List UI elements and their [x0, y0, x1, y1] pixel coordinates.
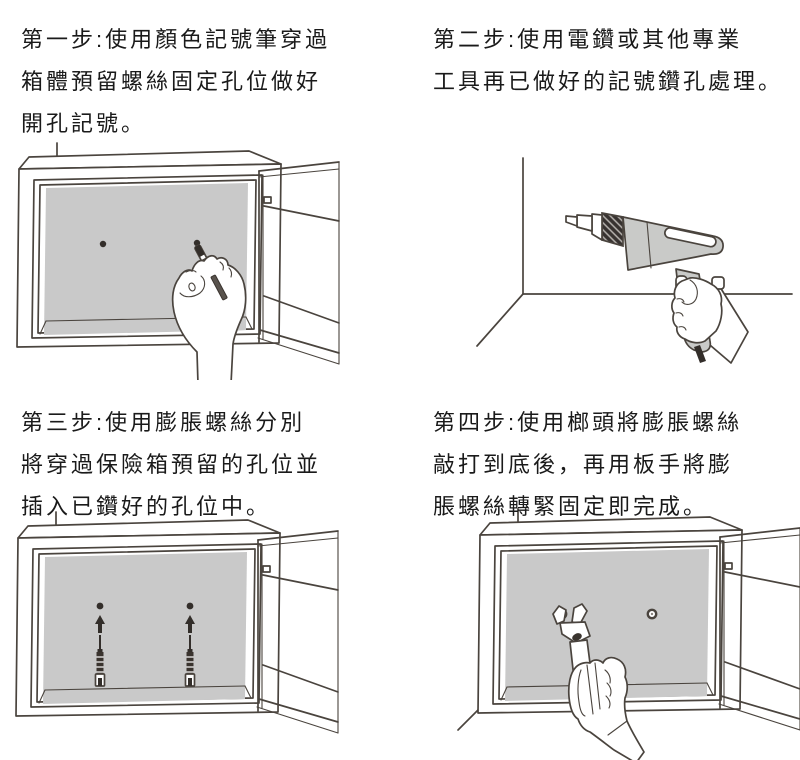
step-caption-line: 將穿過保險箱預留的孔位並 — [21, 452, 322, 477]
step-4-caption: 第四步:使用榔頭將膨脹螺絲 敲打到底後，再用板手將膨 脹螺絲轉緊固定即完成。 — [433, 402, 742, 528]
wall-corner — [476, 157, 793, 347]
step-4-illustration — [457, 508, 800, 760]
drill-bit — [576, 214, 593, 232]
step-caption-line: 開孔記號。 — [21, 111, 147, 136]
hand-with-pen — [171, 255, 247, 380]
step-2-illustration — [476, 157, 793, 364]
hand-with-wrench — [567, 656, 645, 760]
step-2-caption: 第二步:使用電鑽或其他專業 工具再已做好的記號鑽孔處理。 — [433, 19, 783, 103]
electric-drill — [565, 211, 724, 271]
step-caption-line: 工具再已做好的記號鑽孔處理。 — [433, 69, 784, 94]
step-4-panel: 第四步:使用榔頭將膨脹螺絲 敲打到底後，再用板手將膨 脹螺絲轉緊固定即完成。 — [400, 380, 800, 760]
step-3-caption: 第三步:使用膨脹螺絲分別 將穿過保險箱預留的孔位並 插入已鑽好的孔位中。 — [21, 402, 321, 528]
step-1-caption: 第一步:使用顏色記號筆穿過 箱體預留螺絲固定孔位做好 開孔記號。 — [21, 19, 330, 145]
step-caption-line: 箱體預留螺絲固定孔位做好 — [21, 69, 322, 94]
step-caption-line: 第二步:使用電鑽或其他專業 — [433, 27, 743, 52]
step-caption-line: 脹螺絲轉緊固定即完成。 — [433, 494, 709, 519]
gripping-hand — [671, 276, 723, 344]
drill-chuck — [601, 211, 624, 248]
step-caption-line: 插入已鑽好的孔位中。 — [21, 494, 272, 519]
step-caption-line: 第四步:使用榔頭將膨脹螺絲 — [433, 410, 743, 435]
safe-box — [477, 508, 800, 731]
step-caption-line: 第一步:使用顏色記號筆穿過 — [21, 27, 331, 52]
step-1-illustration — [16, 142, 340, 380]
safe-box — [15, 511, 339, 734]
safe-box — [16, 142, 340, 365]
chuck-collar — [591, 213, 603, 241]
step-3-panel: 第三步:使用膨脹螺絲分別 將穿過保險箱預留的孔位並 插入已鑽好的孔位中。 — [0, 380, 400, 760]
step-caption-line: 第三步:使用膨脹螺絲分別 — [21, 410, 306, 435]
drill-bit-tip — [565, 215, 578, 227]
marker-pen-lower — [210, 274, 228, 301]
step-1-panel: 第一步:使用顏色記號筆穿過 箱體預留螺絲固定孔位做好 開孔記號。 — [0, 0, 400, 380]
step-2-panel: 第二步:使用電鑽或其他專業 工具再已做好的記號鑽孔處理。 — [400, 0, 800, 380]
power-cord — [694, 345, 706, 363]
hand-holding-drill — [671, 268, 749, 364]
step-caption-line: 敲打到底後，再用板手將膨 — [433, 452, 734, 477]
drill-vent — [664, 227, 717, 248]
